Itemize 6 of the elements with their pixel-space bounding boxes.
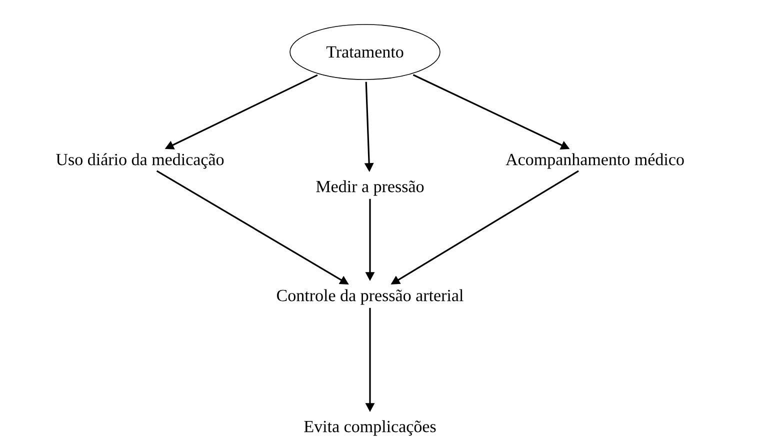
step-text: Controle da pressão arterial: [277, 289, 464, 305]
step-text: Medir a pressão: [316, 180, 424, 196]
step-text: Evita complicações: [304, 420, 436, 436]
step-text: Uso diário da medicação: [56, 153, 224, 169]
ellipse-node: Tratamento: [290, 24, 440, 80]
step-text: Acompanhamento médico: [506, 153, 684, 169]
